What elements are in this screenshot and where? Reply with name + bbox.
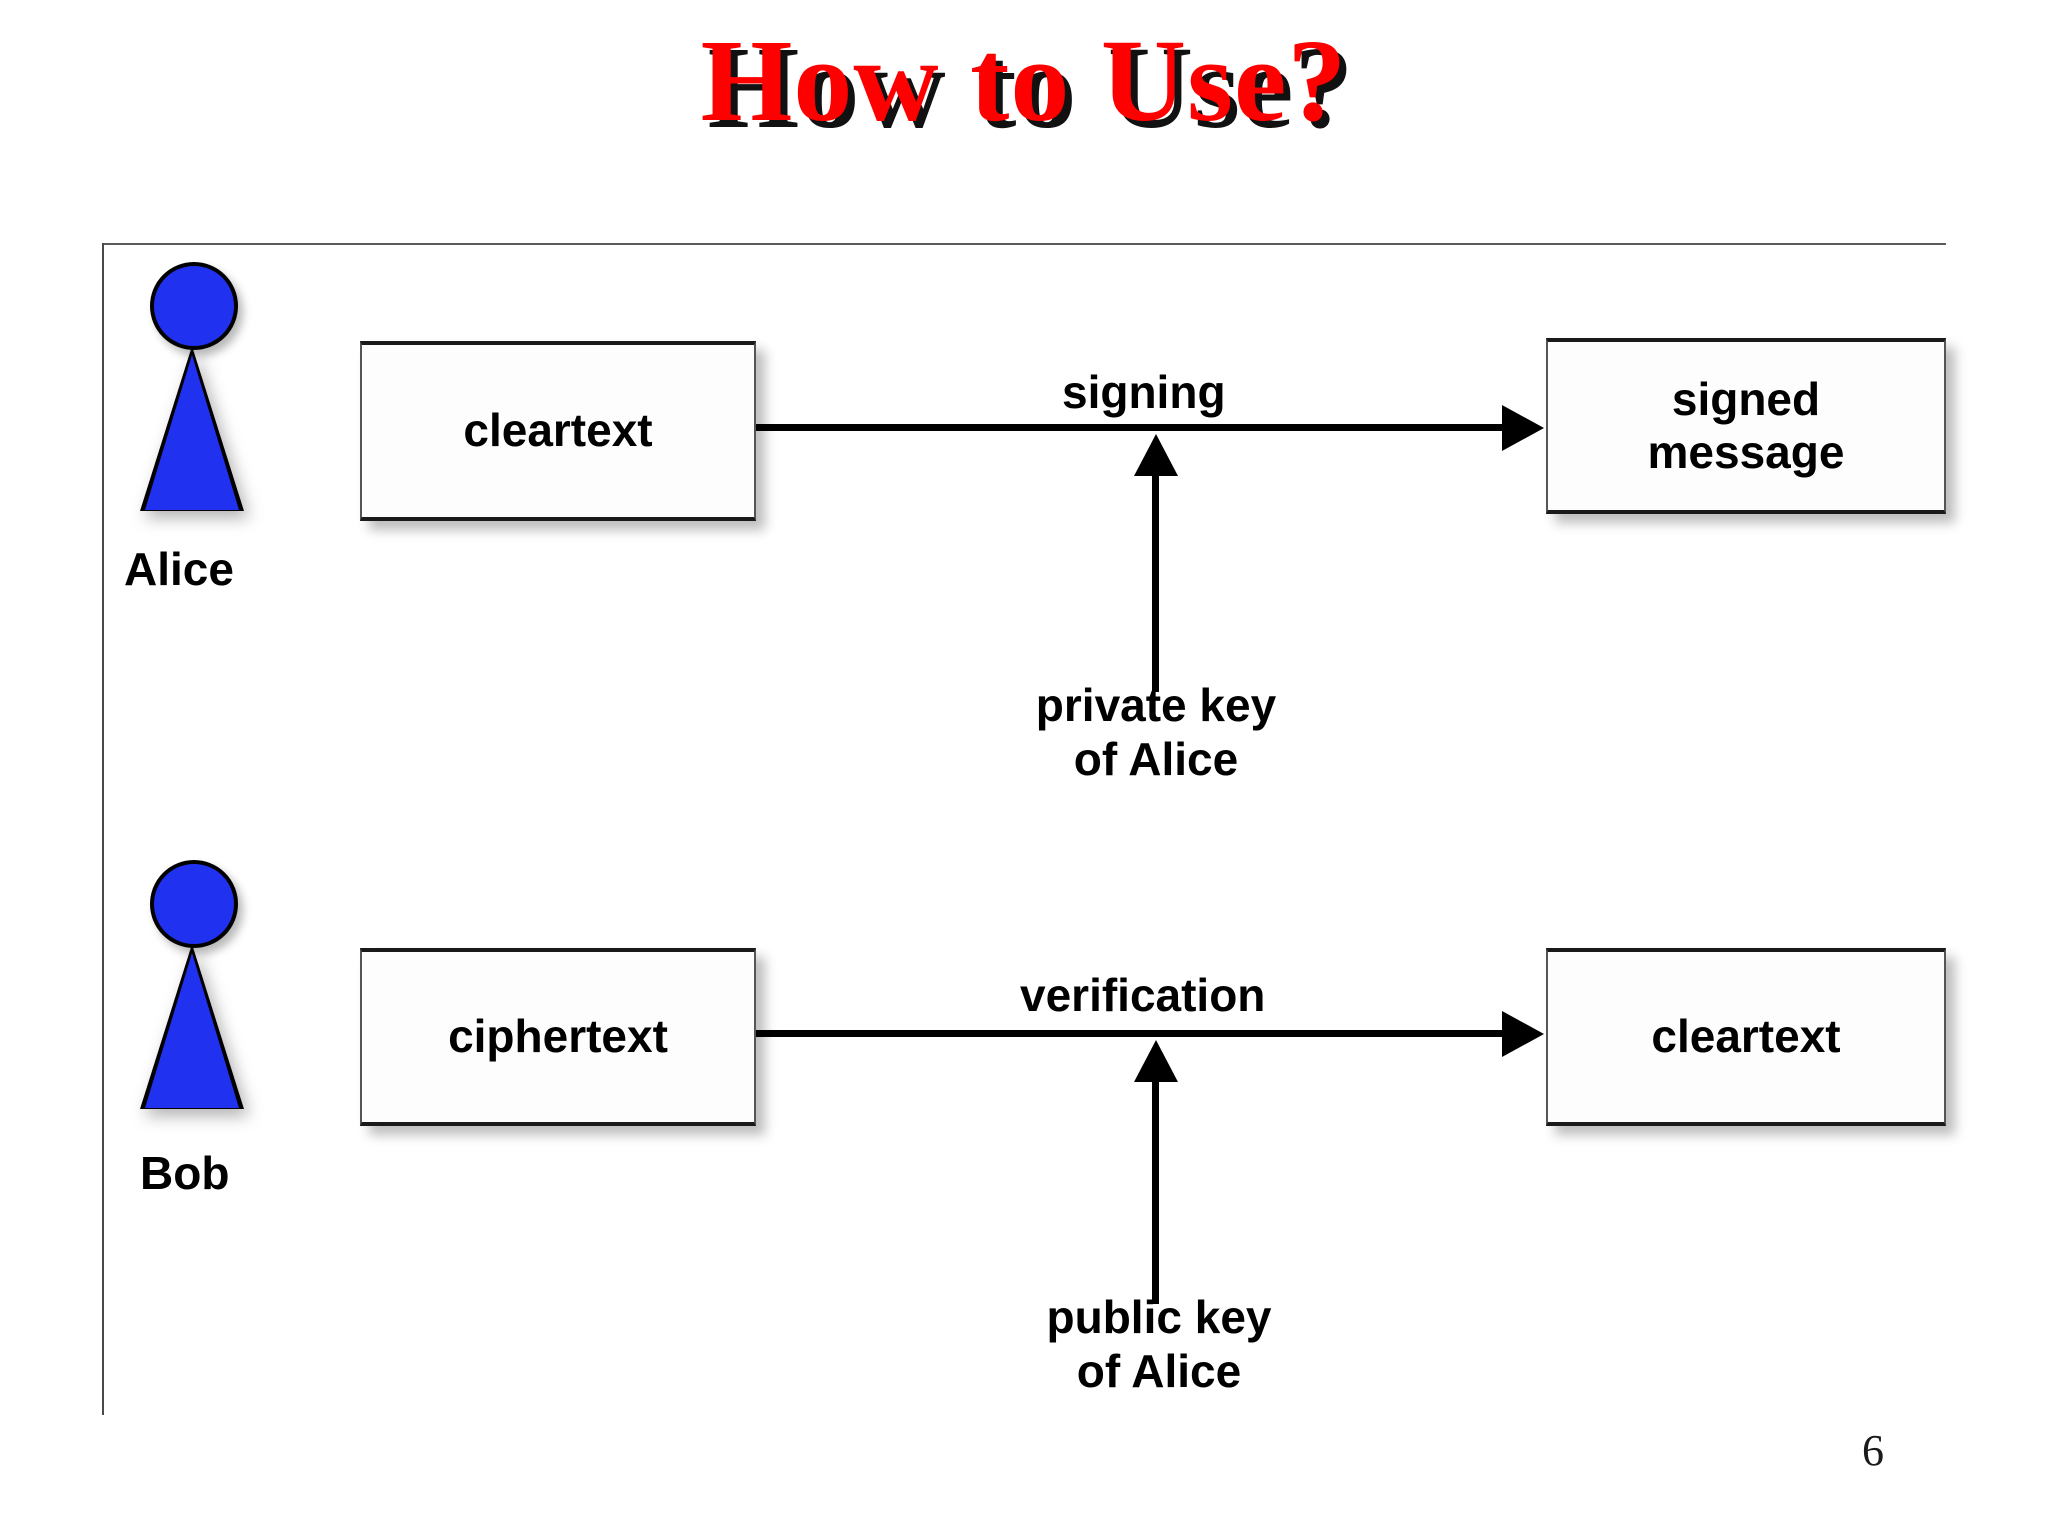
ciphertext-box-label: ciphertext bbox=[448, 1010, 668, 1063]
person-head-icon bbox=[150, 860, 238, 948]
cleartext-box-alice-label: cleartext bbox=[463, 404, 653, 457]
verification-arrow-line bbox=[756, 1030, 1532, 1037]
content-frame-top-rule bbox=[102, 243, 1946, 245]
page-number: 6 bbox=[1862, 1426, 1884, 1475]
signed-message-line1: signed bbox=[1671, 372, 1821, 425]
signed-message-line2: message bbox=[1647, 426, 1845, 478]
page-title: How to Use? bbox=[700, 15, 1348, 146]
content-frame-left-rule bbox=[102, 243, 104, 1415]
private-key-label: private key of Alice bbox=[1016, 678, 1296, 787]
private-key-arrow-head-icon bbox=[1134, 434, 1178, 476]
person-body-fill-icon bbox=[145, 355, 239, 510]
person-head-icon bbox=[150, 262, 238, 350]
public-key-arrow-head-icon bbox=[1134, 1040, 1178, 1082]
cleartext-box-alice[interactable]: cleartext bbox=[360, 341, 756, 521]
signing-edge-label: signing bbox=[1062, 366, 1226, 418]
private-key-arrow-line bbox=[1152, 470, 1159, 692]
cleartext-box-bob-label: cleartext bbox=[1651, 1010, 1841, 1063]
signing-arrow-line bbox=[756, 424, 1532, 431]
public-key-label-line1: public key bbox=[1046, 1291, 1272, 1343]
public-key-arrow-line bbox=[1152, 1078, 1159, 1304]
verification-arrow-head-icon bbox=[1502, 1011, 1544, 1057]
cleartext-box-bob[interactable]: cleartext bbox=[1546, 948, 1946, 1126]
verification-edge-label: verification bbox=[1020, 969, 1266, 1021]
private-key-label-line1: private key bbox=[1035, 679, 1277, 731]
person-body-fill-icon bbox=[145, 953, 239, 1108]
bob-label: Bob bbox=[140, 1147, 230, 1199]
ciphertext-box[interactable]: ciphertext bbox=[360, 948, 756, 1126]
signing-arrow-head-icon bbox=[1502, 405, 1544, 451]
signed-message-box-label: signed message bbox=[1648, 373, 1845, 480]
public-key-label: public key of Alice bbox=[1024, 1290, 1294, 1399]
private-key-label-line2: of Alice bbox=[1073, 733, 1239, 786]
alice-label: Alice bbox=[124, 543, 234, 595]
public-key-label-line2: of Alice bbox=[1076, 1345, 1242, 1398]
signed-message-box[interactable]: signed message bbox=[1546, 338, 1946, 514]
